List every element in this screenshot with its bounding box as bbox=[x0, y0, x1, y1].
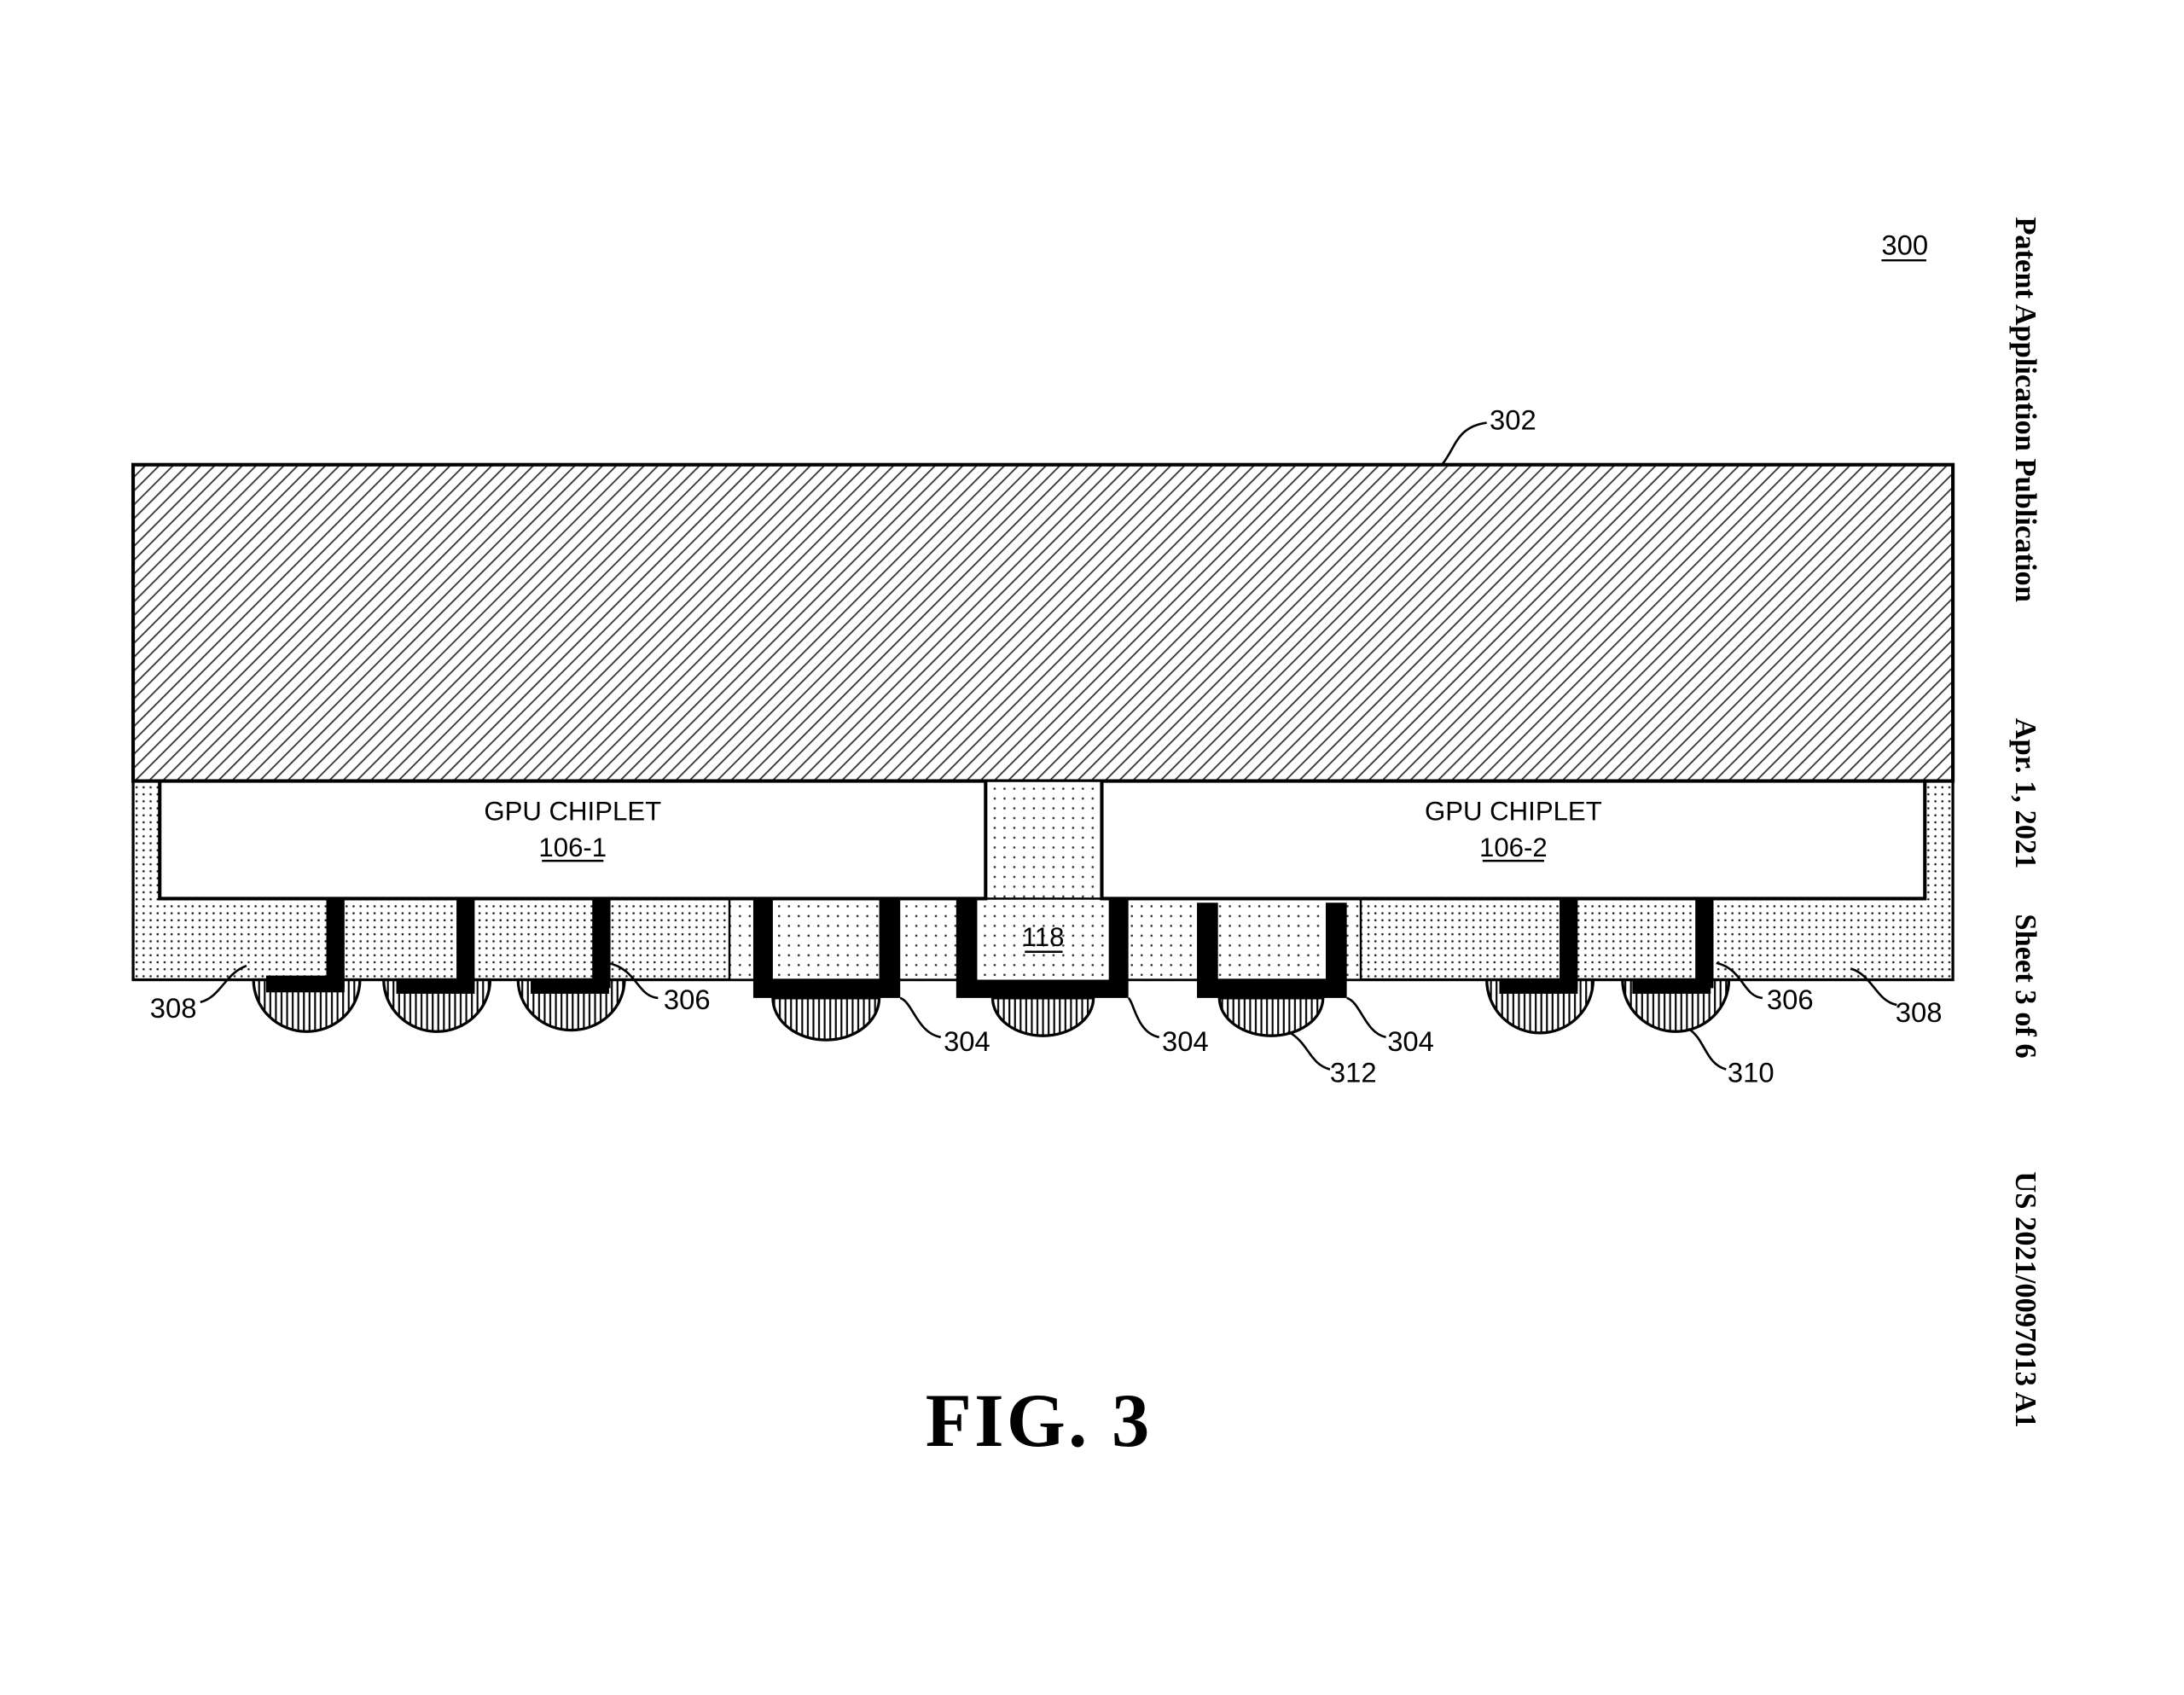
label-308-left: 308 bbox=[150, 992, 197, 1024]
large-bumps-312 bbox=[752, 898, 1347, 1042]
figure-caption: FIG. 3 bbox=[926, 1379, 1153, 1463]
bump bbox=[252, 898, 362, 1033]
label-312: 312 bbox=[1330, 1056, 1377, 1088]
via-bump bbox=[956, 898, 1129, 1037]
header-date: Apr. 1, 2021 bbox=[2009, 718, 2042, 869]
bridge-chip-118 bbox=[977, 901, 1109, 980]
chiplet-2-ref: 106-2 bbox=[1479, 833, 1548, 862]
header-publication: Patent Application Publication bbox=[2009, 217, 2042, 602]
gpu-chiplet-106-1: GPU CHIPLET 106-1 bbox=[158, 779, 988, 901]
small-bumps-310 bbox=[252, 898, 1731, 1035]
figure-ref-number: 300 bbox=[1881, 229, 1928, 261]
gpu-chiplet-106-2: GPU CHIPLET 106-2 bbox=[1100, 779, 1927, 901]
label-308-right: 308 bbox=[1896, 996, 1943, 1028]
label-310: 310 bbox=[1728, 1056, 1774, 1088]
label-306-left: 306 bbox=[664, 984, 711, 1015]
header-sheet: Sheet 3 of 6 bbox=[2009, 914, 2042, 1058]
bump bbox=[1485, 898, 1595, 1035]
bump bbox=[1621, 898, 1731, 1033]
via-bump bbox=[752, 898, 901, 1042]
label-304-b: 304 bbox=[1162, 1025, 1209, 1057]
header-number: US 2021/0097013 A1 bbox=[2009, 1171, 2042, 1427]
carrier-substrate-302 bbox=[131, 462, 1955, 783]
label-306-right: 306 bbox=[1767, 984, 1814, 1015]
chiplet-2-title: GPU CHIPLET bbox=[1425, 797, 1602, 827]
label-302: 302 bbox=[1490, 404, 1536, 436]
label-304-c: 304 bbox=[1387, 1025, 1434, 1057]
label-304-a: 304 bbox=[944, 1025, 990, 1057]
chiplet-1-ref: 106-1 bbox=[538, 833, 607, 862]
leader-lines bbox=[200, 421, 1897, 1071]
via-bump bbox=[1197, 903, 1347, 1037]
bump bbox=[516, 898, 626, 1032]
chiplet-1-title: GPU CHIPLET bbox=[484, 797, 661, 827]
patent-header: Patent Application Publication Apr. 1, 2… bbox=[2009, 217, 2042, 1427]
bump bbox=[382, 898, 492, 1033]
bridge-gap-fill bbox=[985, 780, 1103, 900]
bridge-ref-118: 118 bbox=[1022, 922, 1065, 952]
